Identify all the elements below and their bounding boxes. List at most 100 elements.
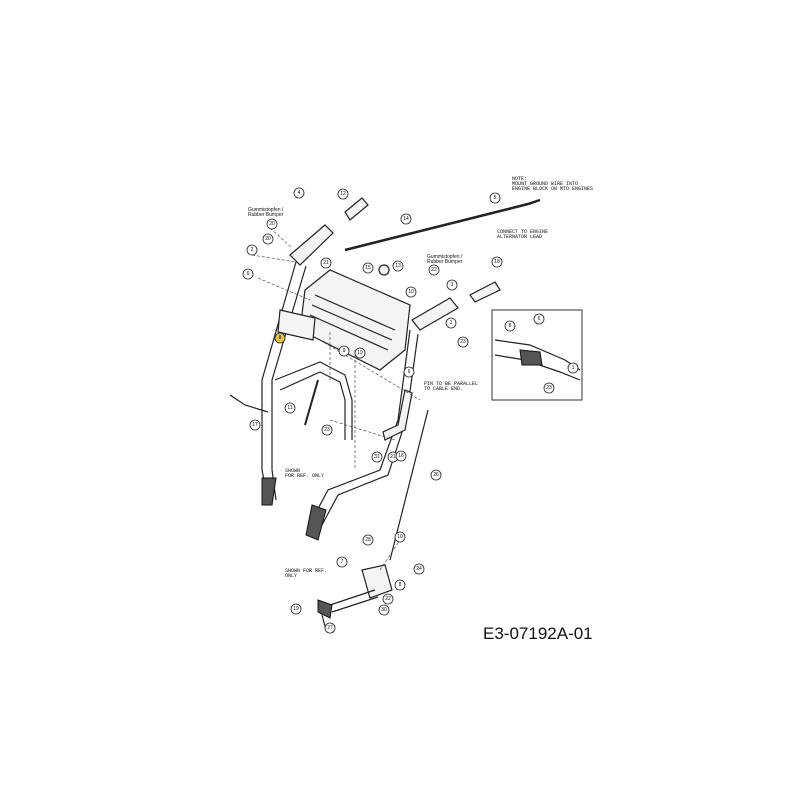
callout-1: 1 [445,317,457,329]
right-handle-tube [311,329,419,526]
callout-label: 7 [341,559,344,565]
knob [378,264,390,276]
right-handle-end [305,504,327,541]
callout-label: 11 [287,405,292,411]
callout-label: 10 [397,534,403,540]
callout-label: 1 [572,365,575,371]
callout-14: 14 [400,213,412,225]
bumper-right-2: Rubber Bumper [427,259,463,265]
callout-13: 13 [392,260,404,272]
callout-label: 1 [450,320,453,326]
callout-label: 8 [399,582,402,588]
callout-label: 20 [265,236,271,242]
callout-label: 6 [247,271,250,277]
callout-label: 23 [324,427,330,433]
callout-label: 13 [395,263,401,269]
cable-17 [229,394,269,413]
grip-12 [344,197,369,221]
callout-31: 31 [371,451,383,463]
callout-15: 15 [362,262,374,274]
callout-label: 23 [546,385,552,391]
rod-13 [304,379,319,426]
callout-label: 8 [279,335,282,341]
shift-rod [329,589,379,613]
left-handle-end [261,477,277,506]
bumper-left-1: Gummistopfen / [248,207,284,213]
pin-note-2: TO CABLE END. [424,386,463,392]
callout-8: 8 [504,320,516,332]
callout-21: 21 [320,257,332,269]
callout-label: 24 [416,566,422,572]
callout-3: 3 [446,279,458,291]
callout-6: 6 [533,313,545,325]
alternator-note-2: ALTERNATOR LEAD [497,234,542,240]
shown-ref-1b: FOR REF. ONLY [285,473,324,479]
callout-label: 6 [538,316,541,322]
callout-19: 19 [290,603,302,615]
headlight [277,309,316,341]
right-grip [411,297,459,331]
callout-10: 10 [405,286,417,298]
callout-1: 1 [567,362,579,374]
lower-bracket [361,564,393,599]
callout-5: 5 [489,192,501,204]
callout-label: 19 [293,606,299,612]
callout-label: 4 [298,190,301,196]
callout-17: 17 [249,419,261,431]
callout-label: 14 [403,216,409,222]
callout-8: 8 [274,332,286,344]
callout-label: 23 [460,339,466,345]
callout-label: 22 [385,596,391,602]
callout-label: 22 [431,267,437,273]
inset-switch [519,349,543,366]
callout-26: 26 [430,469,442,481]
callout-label: 28 [365,537,371,543]
callout-6: 6 [242,268,254,280]
alternator-note-1: CONNECT TO ENGINE [497,229,548,235]
callout-label: 6 [408,369,411,375]
callout-16: 16 [395,450,407,462]
bumper-left-2: Rubber Bumper [248,212,284,218]
callout-label: 15 [365,265,371,271]
callout-label: 20 [269,221,275,227]
dash-panel-ribs [309,294,396,351]
callout-22: 22 [428,264,440,276]
callout-28: 28 [362,534,374,546]
shown-ref-2b: ONLY [285,573,297,579]
leader-lines [251,227,421,571]
callout-label: 16 [398,453,404,459]
left-grip [289,224,334,266]
shown-ref-1a: SHOWN [285,468,300,474]
callout-23: 23 [321,424,333,436]
callout-8: 8 [394,579,406,591]
callout-18: 18 [491,256,503,268]
pin-note-1: PIN TO BE PARALLEL [424,381,478,387]
callout-4: 4 [293,187,305,199]
callout-27: 27 [324,622,336,634]
callout-label: 2 [251,247,254,253]
callout-2: 2 [246,244,258,256]
callout-20: 20 [262,233,274,245]
spring [317,599,333,619]
callout-30: 30 [378,604,390,616]
callout-9: 9 [338,345,350,357]
callout-label: 3 [451,282,454,288]
callout-22: 22 [382,593,394,605]
callout-label: 18 [494,259,500,265]
ground-note-1: NOTE: [512,176,527,182]
bumper-right-1: Gummistopfen / [427,254,463,260]
callout-21: 21 [387,451,399,463]
callout-12: 12 [337,188,349,200]
callout-19: 19 [354,347,366,359]
callout-7: 7 [336,556,348,568]
callout-label: 30 [381,607,387,613]
callout-label: 9 [343,348,346,354]
callout-label: 19 [357,350,363,356]
callout-10: 10 [394,531,406,543]
callout-label: 26 [433,472,439,478]
callout-label: 12 [340,191,346,197]
callout-24: 24 [413,563,425,575]
callout-23: 23 [543,382,555,394]
callout-label: 27 [327,625,333,631]
